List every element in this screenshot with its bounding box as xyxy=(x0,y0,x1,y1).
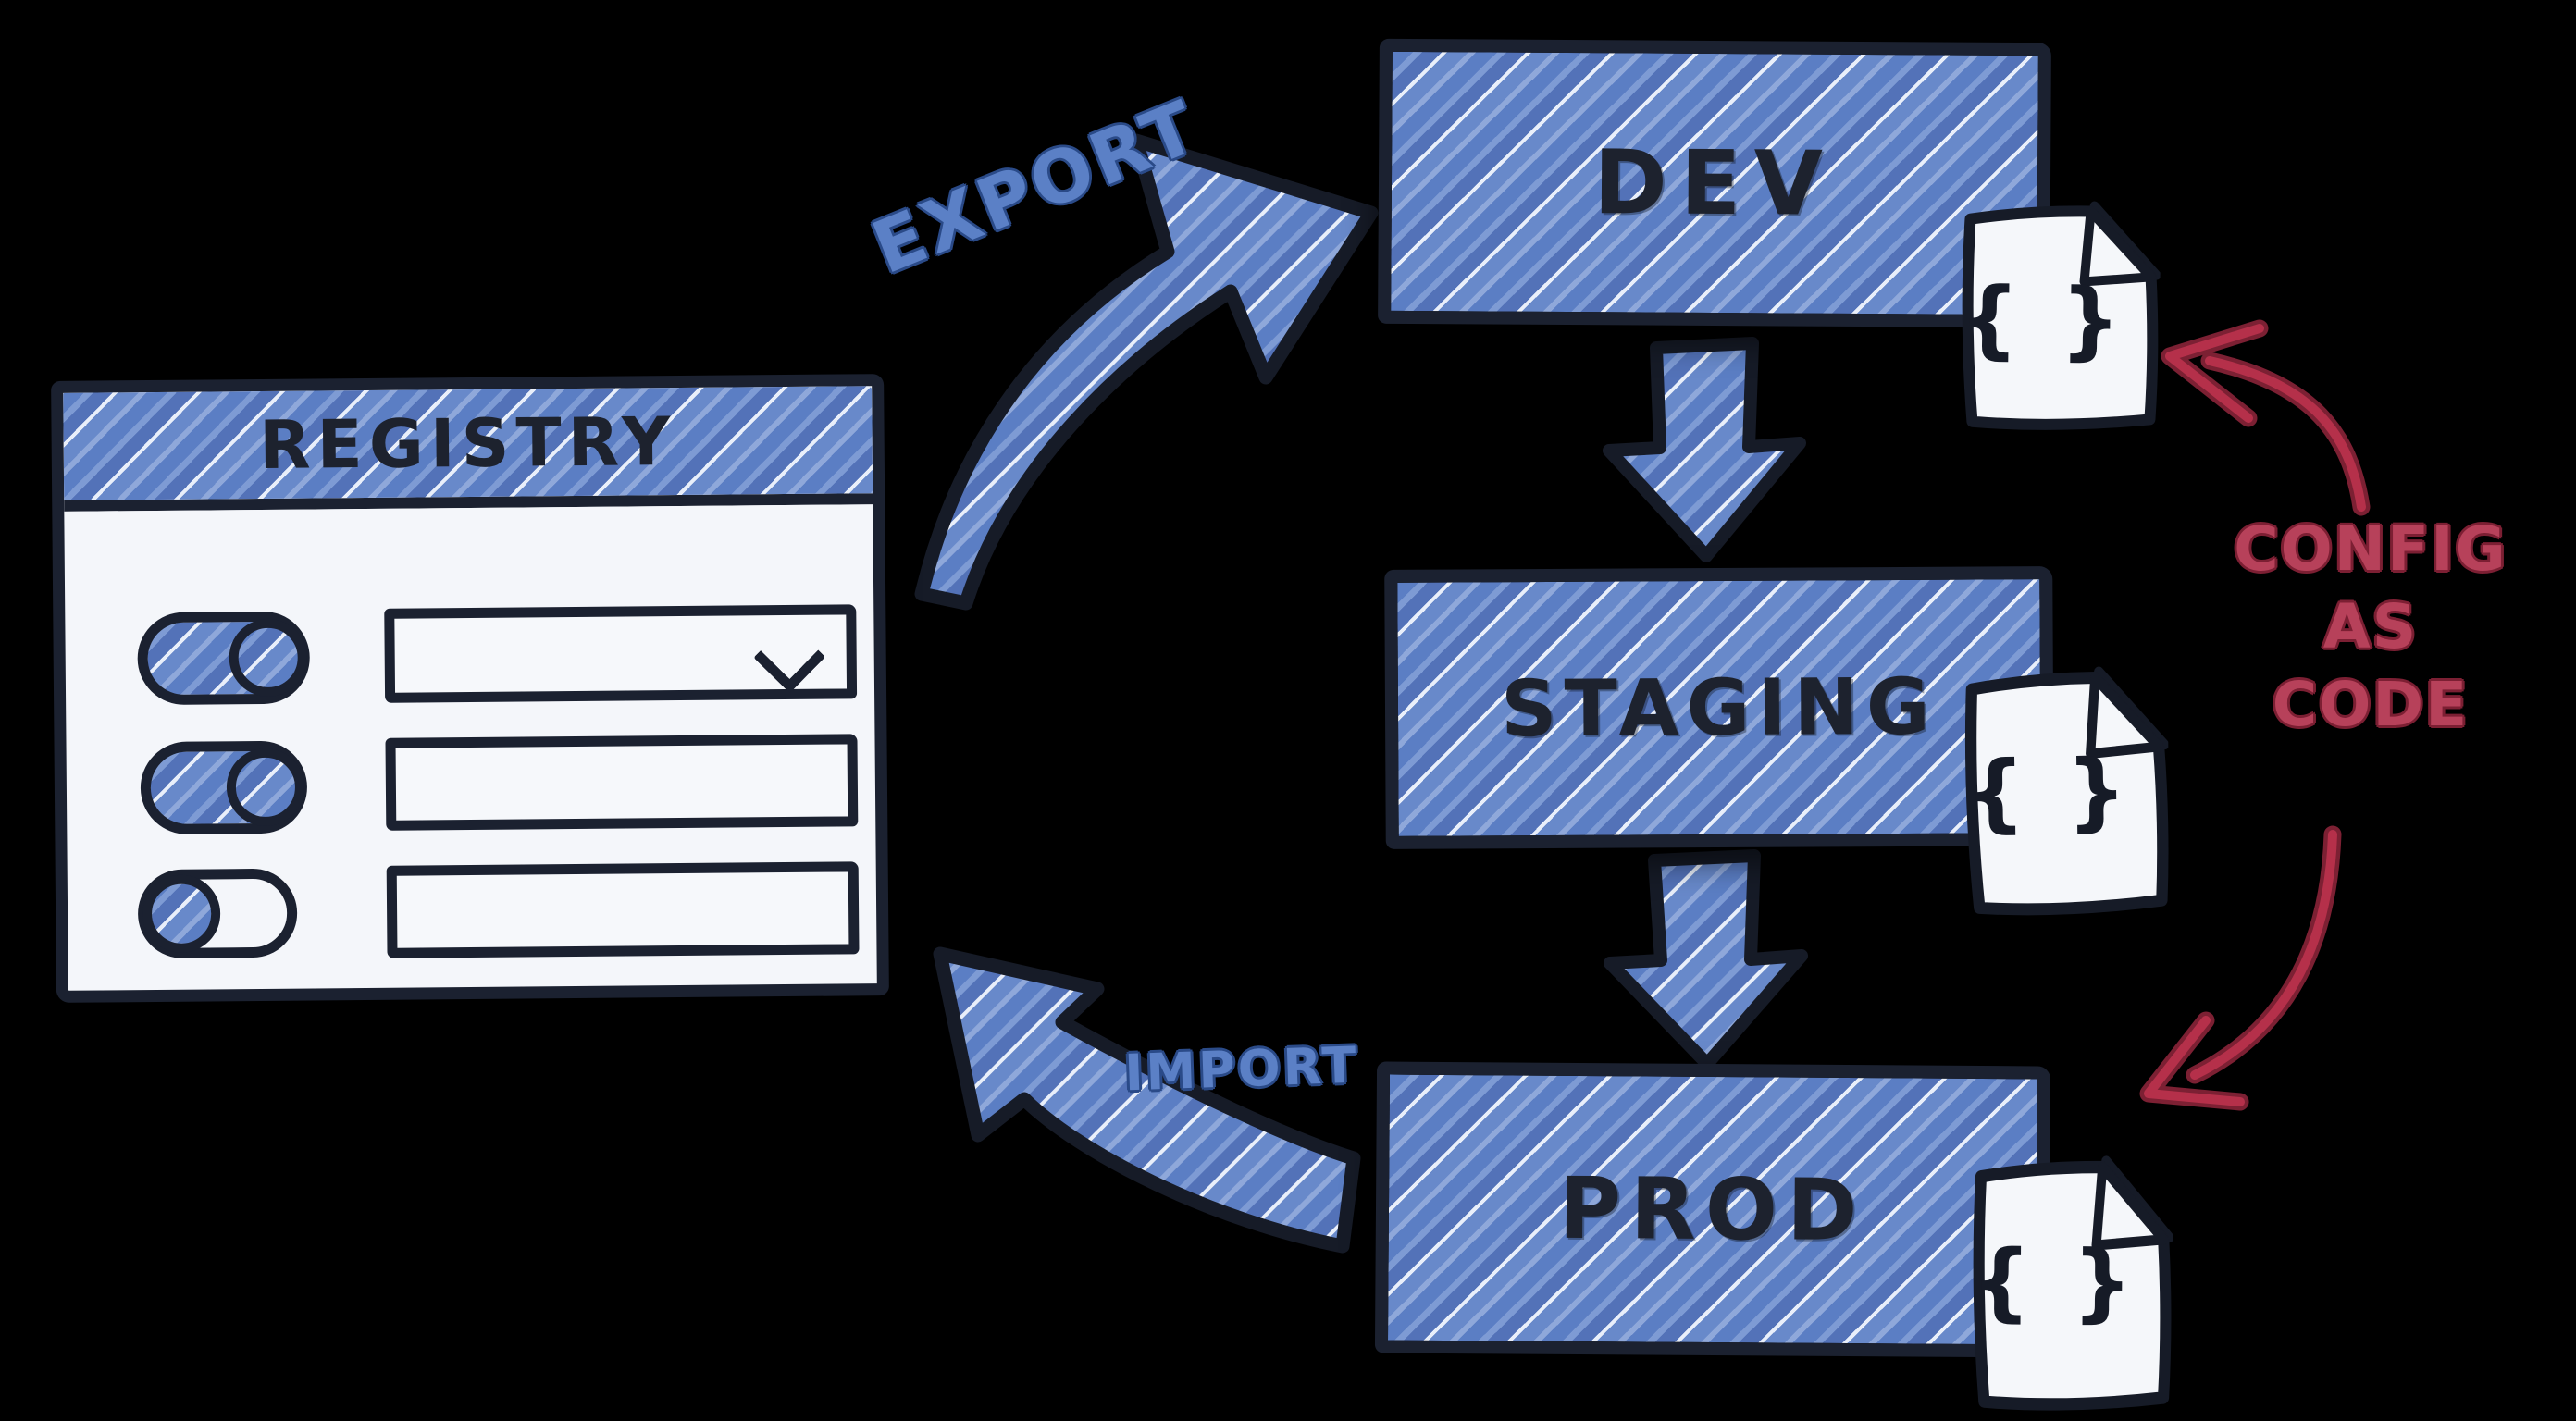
import-label: IMPORT xyxy=(1123,1035,1360,1103)
file-icon-prod: { } xyxy=(1964,1154,2174,1415)
toggle-knob xyxy=(142,874,221,954)
file-page-shape xyxy=(1973,1155,2174,1411)
env-box-prod: PROD xyxy=(1374,1061,2051,1358)
config-as-code-line: AS xyxy=(2322,591,2419,662)
chevron-down-icon xyxy=(753,621,826,694)
file-icon-staging: { } xyxy=(1956,664,2171,919)
json-braces-glyph: { } xyxy=(1970,1231,2139,1332)
registry-title: REGISTRY xyxy=(258,402,677,484)
text-field-2 xyxy=(386,861,860,958)
json-braces-glyph: { } xyxy=(1963,740,2134,843)
dropdown-field xyxy=(384,604,858,703)
config-arrow-up xyxy=(2161,319,2371,516)
registry-window: REGISTRY xyxy=(51,374,889,1003)
env-label-dev: DEV xyxy=(1592,130,1837,236)
env-label-prod: PROD xyxy=(1558,1158,1867,1261)
flow-arrow-staging-prod xyxy=(1604,849,1808,1070)
toggle-switch-3 xyxy=(137,868,298,959)
file-page-shape xyxy=(1962,201,2161,430)
env-box-dev: DEV xyxy=(1378,38,2051,328)
json-braces-glyph: { } xyxy=(1958,268,2127,370)
registry-header: REGISTRY xyxy=(63,386,873,512)
config-arrow-down xyxy=(2139,825,2342,1111)
config-as-code-label: CONFIG AS CODE xyxy=(2176,511,2565,744)
toggle-switch-2 xyxy=(140,740,308,835)
import-arrow xyxy=(933,946,1361,1254)
env-label-staging: STAGING xyxy=(1500,661,1938,755)
toggle-knob xyxy=(226,748,305,827)
config-as-code-line: CODE xyxy=(2272,669,2470,740)
text-field-1 xyxy=(385,734,859,831)
env-box-staging: STAGING xyxy=(1384,566,2054,849)
toggle-knob xyxy=(229,618,308,698)
file-icon-dev: { } xyxy=(1952,198,2161,434)
toggle-switch-1 xyxy=(137,611,311,706)
config-as-code-line: CONFIG xyxy=(2234,513,2508,585)
file-page-shape xyxy=(1964,666,2170,916)
export-arrow xyxy=(914,133,1379,611)
flow-arrow-dev-staging xyxy=(1603,337,1806,562)
